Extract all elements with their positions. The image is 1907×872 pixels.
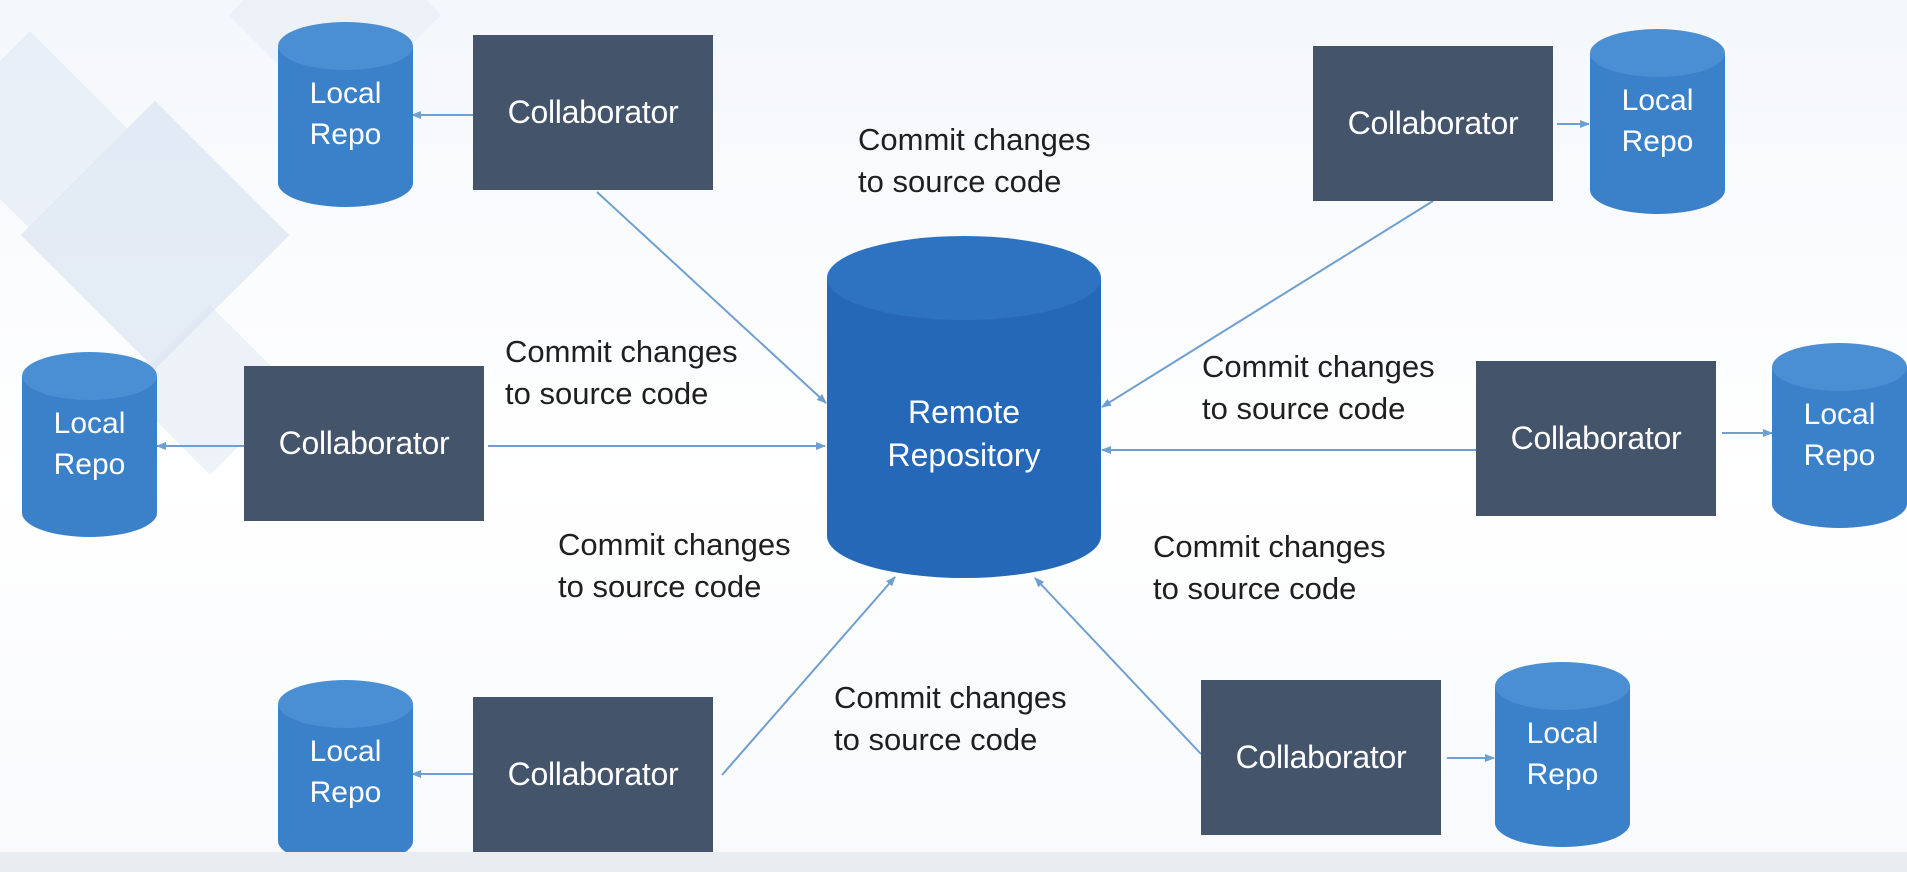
remote-repository-line1: Remote	[907, 394, 1021, 430]
local-repo-line2: Repo	[309, 117, 382, 151]
local-repo-bottom-right: Local Repo	[1495, 662, 1630, 847]
local-repo-line2: Repo	[53, 447, 126, 481]
commit-label-line1: Commit changes	[1202, 349, 1435, 384]
bottom-edge-strip	[0, 852, 1907, 872]
local-repo-top-left: Local Repo	[278, 22, 413, 207]
commit-label-line2: to source code	[1153, 571, 1357, 607]
collaborator-top-right: Collaborator	[1313, 46, 1553, 201]
local-repo-label: Local Repo	[278, 732, 413, 813]
database-cylinder-icon	[1772, 343, 1907, 528]
commit-label-bottom-center: Commit changes to source code	[834, 677, 1067, 761]
collaborator-middle-right: Collaborator	[1476, 361, 1716, 516]
local-repo-label: Local Repo	[278, 74, 413, 155]
local-repo-line1: Local	[309, 77, 382, 110]
commit-label-middle-left: Commit changes to source code	[505, 331, 738, 415]
local-repo-line2: Repo	[1803, 438, 1876, 472]
collaborator-bottom-left: Collaborator	[473, 697, 713, 852]
local-repo-line1: Local	[1621, 84, 1694, 117]
commit-label-top-left: Commit changes to source code	[858, 119, 1091, 203]
database-cylinder-icon	[278, 22, 413, 207]
local-repo-label: Local Repo	[1590, 81, 1725, 162]
local-repo-line1: Local	[1803, 398, 1876, 431]
local-repo-top-right: Local Repo	[1590, 29, 1725, 214]
local-repo-line1: Local	[53, 407, 126, 440]
commit-label-line1: Commit changes	[1153, 529, 1386, 564]
local-repo-bottom-left: Local Repo	[278, 680, 413, 865]
commit-label-line2: to source code	[834, 722, 1038, 758]
commit-arrow-bottom-left	[721, 576, 896, 776]
commit-label-line1: Commit changes	[834, 680, 1067, 715]
remote-repository-line2: Repository	[887, 437, 1041, 474]
local-repo-middle-left: Local Repo	[22, 352, 157, 537]
commit-label-line1: Commit changes	[558, 527, 791, 562]
commit-arrow-top-left	[596, 191, 827, 404]
database-cylinder-icon	[278, 680, 413, 865]
commit-label-bottom-left: Commit changes to source code	[558, 524, 791, 608]
commit-label-middle-right: Commit changes to source code	[1202, 346, 1435, 430]
commit-label-bottom-right: Commit changes to source code	[1153, 526, 1386, 610]
local-repo-middle-right: Local Repo	[1772, 343, 1907, 528]
database-cylinder-icon	[1590, 29, 1725, 214]
commit-label-line2: to source code	[558, 569, 762, 605]
remote-repository: Remote Repository	[827, 236, 1101, 578]
commit-label-line1: Commit changes	[505, 334, 738, 369]
database-cylinder-icon	[1495, 662, 1630, 847]
local-repo-label: Local Repo	[1495, 714, 1630, 795]
local-repo-line2: Repo	[309, 775, 382, 809]
collaborator-middle-left: Collaborator	[244, 366, 484, 521]
database-cylinder-icon	[22, 352, 157, 537]
local-repo-line2: Repo	[1621, 124, 1694, 158]
collaborator-bottom-right: Collaborator	[1201, 680, 1441, 835]
commit-arrow-top-right	[1101, 200, 1434, 408]
local-repo-line1: Local	[1526, 717, 1599, 750]
commit-label-line2: to source code	[1202, 391, 1406, 427]
commit-label-line1: Commit changes	[858, 122, 1091, 157]
local-repo-label: Local Repo	[1772, 395, 1907, 476]
local-repo-line1: Local	[309, 735, 382, 768]
collaborator-top-left: Collaborator	[473, 35, 713, 190]
local-repo-line2: Repo	[1526, 757, 1599, 791]
commit-label-line2: to source code	[505, 376, 709, 412]
commit-arrow-bottom-right	[1034, 577, 1202, 755]
remote-repository-label: Remote Repository	[827, 391, 1101, 477]
database-cylinder-icon	[827, 236, 1101, 578]
commit-label-line2: to source code	[858, 164, 1062, 200]
local-repo-label: Local Repo	[22, 404, 157, 485]
